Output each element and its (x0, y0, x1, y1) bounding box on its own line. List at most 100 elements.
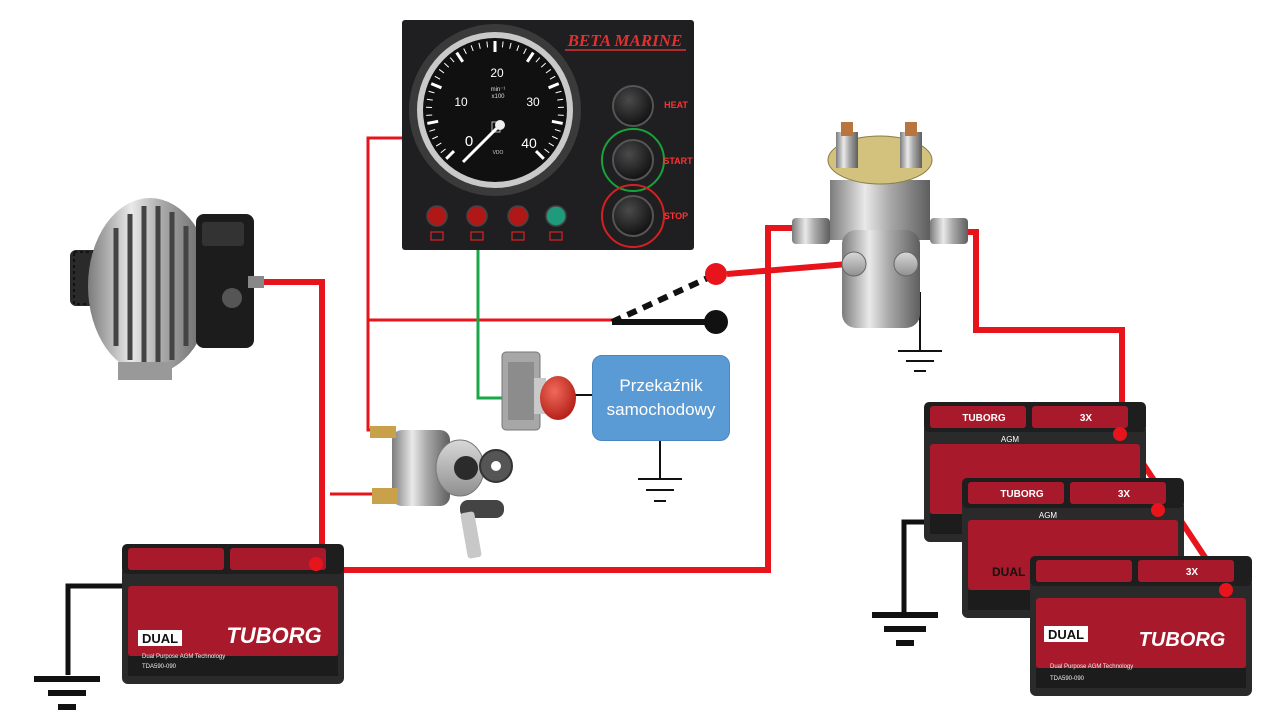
tach-tick (463, 48, 467, 55)
relay-contact-terminal-bottom (704, 310, 728, 334)
tach-tick (548, 82, 560, 90)
tach-label-20: 20 (490, 66, 504, 80)
bank-1-brand: TUBORG (962, 413, 1006, 424)
ground-symbol-relay (638, 478, 682, 502)
tach-tick (552, 135, 558, 140)
warning-lamps (426, 205, 567, 241)
tach-tick (429, 128, 436, 132)
stop-button-ring (601, 184, 665, 248)
tach-tick (534, 149, 545, 160)
heat-button[interactable]: HEAT (612, 85, 688, 127)
tach-tick (486, 41, 489, 48)
starter-solenoid (792, 122, 968, 328)
tach-tick (434, 75, 441, 80)
tach-tick (428, 90, 435, 94)
tach-label-0: 0 (465, 133, 473, 150)
panel-control-wire (366, 136, 402, 432)
temperature-icon (511, 231, 525, 241)
battery-positive-wire (316, 225, 800, 573)
bank-3-brand: TUBORG (1139, 629, 1226, 651)
tach-tick (540, 62, 547, 68)
tach-label-10: 10 (454, 95, 468, 109)
relay-contact-terminal-top (705, 263, 727, 285)
engine-control-panel: BETA MARINE 0 10 20 30 40 min⁻¹ x100 VDO… (402, 20, 694, 250)
bank-1-badge: 3X (1080, 413, 1093, 424)
start-battery: DUAL TUBORG Dual Purpose AGM Technology … (122, 544, 344, 684)
bank-3-tag: DUAL (1048, 627, 1084, 642)
tach-tick (525, 51, 535, 63)
bank-2-tech: AGM (1039, 511, 1058, 520)
tach-tick (557, 98, 564, 101)
tach-tick (435, 142, 442, 147)
battery-bank-3: DUAL TUBORG 3X Dual Purpose AGM Technolo… (1030, 556, 1252, 696)
ground-symbol-solenoid (898, 350, 942, 372)
battery-icon (430, 231, 444, 241)
tach-tick (432, 135, 438, 140)
tach-tick (544, 148, 550, 154)
start-button[interactable]: START (601, 128, 693, 192)
tach-tick (548, 142, 555, 147)
alternator-positive-wire (262, 279, 325, 560)
bank-3-badge: 3X (1186, 567, 1199, 578)
tachometer-gauge: 0 10 20 30 40 min⁻¹ x100 VDO (409, 24, 581, 196)
tach-tick (470, 45, 474, 52)
glow-plug-icon (549, 231, 563, 241)
bank-2-badge: 3X (1118, 489, 1131, 500)
tach-needle (461, 120, 505, 164)
relay-contact-open (610, 273, 714, 325)
ground-symbol-start-battery (34, 676, 100, 710)
tachometer-ticks (426, 41, 564, 160)
warning-lamp (466, 205, 488, 227)
tach-tick (554, 128, 561, 132)
warning-lamp (545, 205, 567, 227)
stop-label: STOP (664, 211, 688, 221)
start-battery-brand: TUBORG (226, 623, 321, 648)
start-battery-positive-terminal (309, 557, 323, 571)
tach-tick (445, 149, 456, 160)
stop-button[interactable]: STOP (601, 184, 688, 248)
battery-bank-1: TUBORG 3X AGM (924, 402, 1146, 542)
warning-lamp (507, 205, 529, 227)
battery-bank-2: DUAL TUBORG 3X AGM (962, 478, 1184, 618)
start-battery-tech: Dual Purpose AGM Technology (142, 654, 225, 660)
alternator (70, 198, 264, 380)
oil-pressure-icon (470, 231, 484, 241)
tach-tick (478, 42, 481, 49)
start-button-ring (601, 128, 665, 192)
tach-tick (551, 119, 563, 125)
warning-lamp (426, 205, 448, 227)
bank-2-brand: TUBORG (1000, 489, 1044, 500)
tach-tick (516, 45, 520, 52)
push-button[interactable] (501, 351, 576, 431)
tach-tick (443, 62, 450, 68)
tach-tick (509, 42, 512, 49)
signal-wire (476, 250, 502, 400)
bank-3-model: TDA590-090 (1050, 676, 1085, 682)
tach-tick (555, 90, 562, 94)
start-battery-tag: DUAL (142, 631, 178, 646)
tach-unit-1: min⁻¹ (491, 87, 506, 93)
tach-unit-2: x100 (491, 94, 505, 100)
relay-label-line1: Przekaźnik (619, 376, 703, 395)
relay-label-line2: samochodowy (606, 400, 716, 419)
heat-label: HEAT (664, 100, 688, 110)
tach-maker: VDO (493, 150, 504, 156)
tach-label-40: 40 (521, 135, 537, 151)
ground-symbol-bank (872, 612, 938, 646)
tach-tick (501, 41, 504, 48)
tach-tick (545, 69, 552, 74)
start-label: START (663, 156, 693, 166)
key-icon[interactable] (460, 449, 513, 559)
tach-tick (455, 51, 465, 63)
bank-1-tech: AGM (1001, 435, 1020, 444)
bank-2-tag: DUAL (992, 565, 1025, 579)
tach-tick (430, 82, 442, 90)
ignition-switch[interactable] (370, 426, 513, 559)
tach-tick (440, 148, 446, 154)
tach-label-30: 30 (526, 95, 540, 109)
tach-tick (523, 48, 527, 55)
tach-tick (535, 57, 541, 63)
tach-tick (426, 98, 433, 101)
tach-tick (427, 119, 439, 125)
